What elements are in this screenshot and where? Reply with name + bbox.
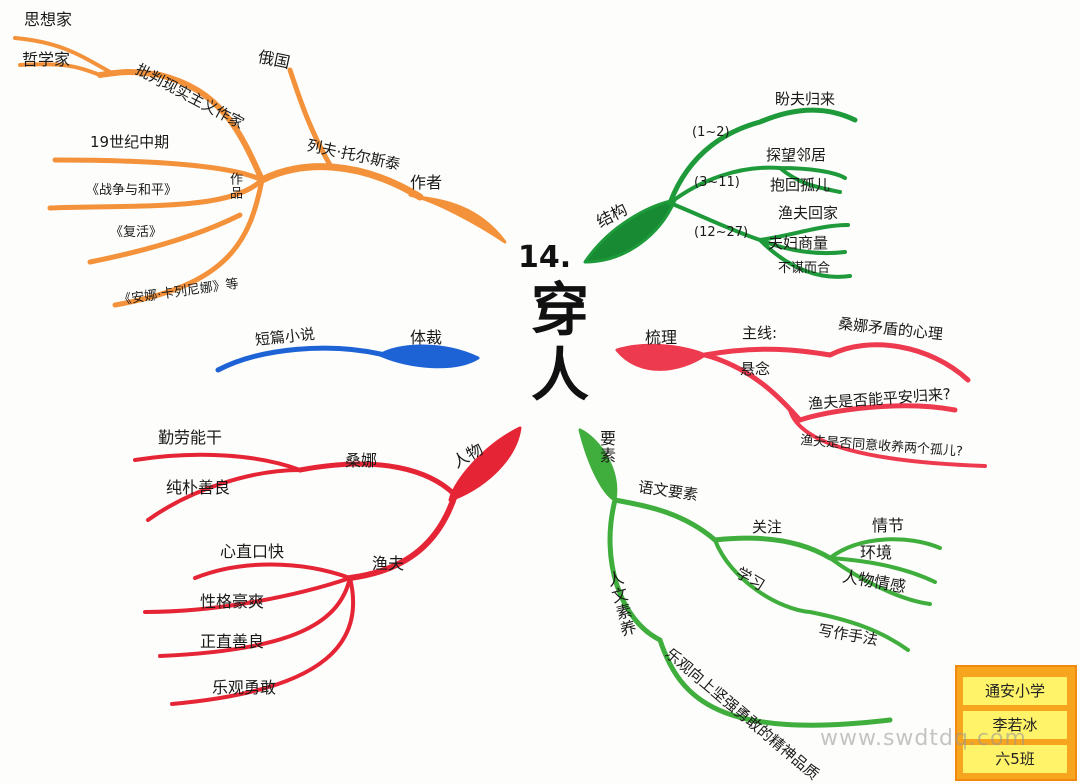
lesson-number: 14. (518, 240, 572, 275)
genre-branch (215, 344, 480, 373)
outline-main-label: 主线: (742, 324, 778, 342)
structure-range-3: (12~27) (694, 225, 749, 240)
outline-suspense-label: 悬念 (740, 360, 771, 378)
badge-school: 通安小学 (963, 677, 1067, 705)
author-work-2: 《复活》 (110, 225, 163, 240)
structure-item-5: 夫妇商量 (768, 234, 829, 252)
characters-branch (133, 426, 522, 706)
focus-item-1: 情节 (872, 516, 905, 535)
author-era: 19世纪中期 (90, 133, 170, 151)
elements-root-label: 要素 (597, 430, 616, 464)
lesson-title: 穿 人 (520, 278, 600, 408)
character-yufu: 渔夫 (372, 554, 405, 573)
badge-student: 李若冰 (963, 711, 1067, 739)
structure-range-2: (3~11) (694, 175, 740, 190)
structure-item-1: 盼夫归来 (775, 90, 836, 108)
author-work-1: 《战争与和平》 (86, 183, 178, 198)
author-root-label: 作者 (410, 173, 443, 192)
elements-focus-label: 关注 (752, 518, 783, 536)
structure-item-2: 探望邻居 (766, 146, 827, 164)
structure-range-1: (1~2) (692, 125, 730, 140)
character-sangna: 桑娜 (345, 451, 378, 470)
focus-item-2: 环境 (860, 543, 893, 562)
structure-item-6: 不谋而合 (778, 261, 831, 276)
yufu-trait-4: 乐观勇敢 (212, 678, 277, 697)
yufu-trait-1: 心直口快 (220, 542, 285, 561)
elements-branch (578, 428, 942, 728)
title-char: 穿 (530, 276, 589, 344)
author-branch (13, 36, 507, 308)
outline-branch (615, 342, 987, 468)
author-identity-philosopher: 哲学家 (22, 50, 71, 69)
outline-root-label: 梳理 (645, 328, 678, 347)
author-works-label: 作品 (227, 172, 242, 200)
sangna-trait-2: 纯朴善良 (166, 478, 231, 497)
genre-root-label: 体裁 (410, 328, 443, 347)
yufu-trait-3: 正直善良 (200, 632, 265, 651)
structure-item-3: 抱回孤儿 (770, 176, 831, 194)
author-info-badge: 通安小学 李若冰 六5班 (955, 665, 1077, 781)
watermark: www.swdtdq.com (820, 726, 1027, 751)
badge-class: 六5班 (963, 745, 1067, 773)
sangna-trait-1: 勤劳能干 (158, 428, 223, 447)
author-identity-thinker: 思想家 (24, 10, 73, 29)
structure-branch (583, 107, 858, 279)
yufu-trait-2: 性格豪爽 (200, 592, 265, 611)
title-char: 人 (530, 340, 589, 409)
structure-item-4: 渔夫回家 (778, 204, 839, 222)
